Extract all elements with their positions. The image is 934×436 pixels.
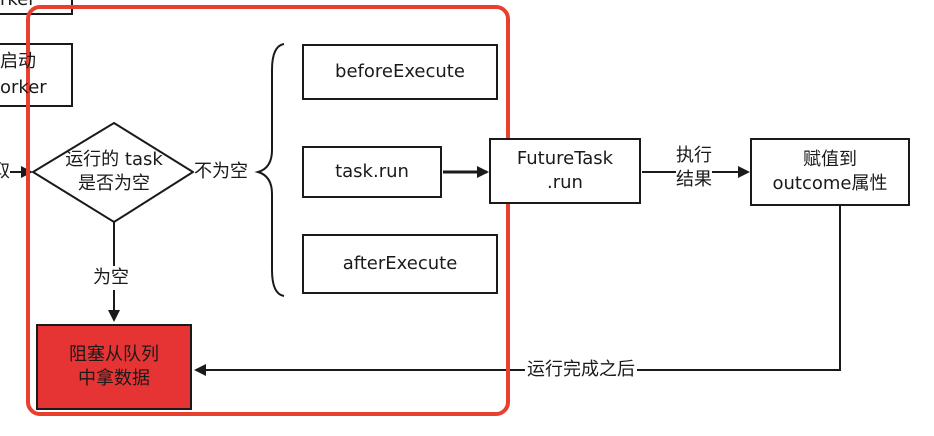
after-execute-box: afterExecute bbox=[302, 234, 498, 294]
label-after-complete: 运行完成之后 bbox=[525, 358, 637, 382]
diamond-label-line1: 运行的 task bbox=[65, 149, 163, 170]
label-empty: 为空 bbox=[93, 266, 129, 290]
assign-outcome-line1: 赋值到 bbox=[803, 149, 857, 170]
left-cut-label-mid2: orker bbox=[0, 77, 47, 98]
before-execute-label: beforeExecute bbox=[335, 61, 465, 82]
blocked-line1: 阻塞从队列 bbox=[69, 344, 159, 365]
diamond-label-line2: 是否为空 bbox=[78, 173, 150, 194]
before-execute-box: beforeExecute bbox=[302, 44, 498, 100]
label-exec-result-line1: 执行 bbox=[676, 145, 712, 166]
assign-outcome-line2: outcome属性 bbox=[772, 173, 888, 194]
task-run-box: task.run bbox=[302, 146, 442, 198]
left-cut-label-edge: 取 bbox=[0, 160, 10, 184]
label-exec-result-line2: 结果 bbox=[676, 169, 712, 190]
label-exec-result: 执行 结果 bbox=[676, 144, 712, 192]
diamond-label: 运行的 task 是否为空 bbox=[44, 148, 184, 196]
assign-outcome-box: 赋值到 outcome属性 bbox=[750, 138, 910, 206]
brace bbox=[254, 43, 285, 297]
blocked-line2: 中拿数据 bbox=[78, 368, 150, 389]
left-cut-worker-box bbox=[0, 43, 73, 107]
after-execute-label: afterExecute bbox=[342, 253, 458, 274]
highlight-frame bbox=[26, 5, 510, 416]
left-cut-label-mid1: 启动 bbox=[0, 51, 36, 72]
left-cut-label-top: rker bbox=[0, 0, 36, 12]
label-not-empty: 不为空 bbox=[194, 160, 248, 184]
future-task-line2: .run bbox=[547, 172, 583, 193]
future-task-box: FutureTask .run bbox=[489, 138, 641, 204]
task-run-label: task.run bbox=[335, 161, 409, 182]
blocked-take-from-queue-box: 阻塞从队列 中拿数据 bbox=[36, 324, 192, 410]
future-task-line1: FutureTask bbox=[516, 148, 614, 169]
edge-after-complete bbox=[194, 206, 841, 376]
